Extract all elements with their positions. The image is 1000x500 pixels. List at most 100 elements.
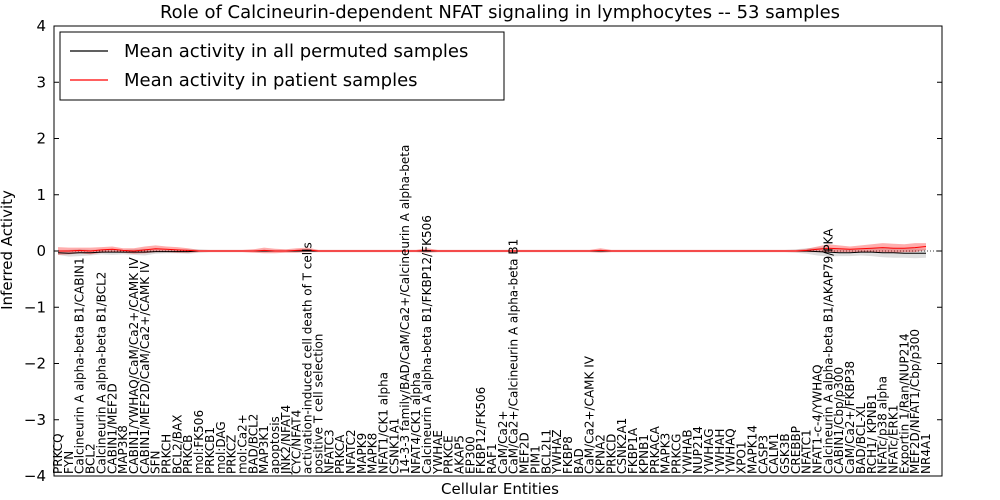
entity-label: PRKACA xyxy=(648,425,662,474)
y-axis: 4 3 2 1 0 −1 −2 −3 −4 xyxy=(24,17,942,485)
entity-label: Calcineurin A alpha-beta B1/FKBP12/FK506 xyxy=(420,215,434,474)
entity-label: FKBP8 xyxy=(561,436,575,474)
entity-label: NR4A1 xyxy=(919,433,933,474)
y-axis-label: Inferred Activity xyxy=(0,190,16,310)
entity-label: YWHAG xyxy=(702,428,716,475)
entity-label: PRKCH xyxy=(160,434,174,474)
entity-label: KPNB1 xyxy=(637,434,651,474)
entity-label: NFATc/ERK1 xyxy=(886,405,900,474)
entity-label: activation-induced cell death of T cells xyxy=(301,242,315,474)
entity-label: CSNK1A1 xyxy=(387,418,401,474)
entity-label: BAD xyxy=(572,448,586,474)
entity-label: GSK3B xyxy=(778,433,792,474)
series-band-0 xyxy=(58,247,926,259)
entity-label: BCL2L1 xyxy=(539,429,553,474)
y-tick-label: −1 xyxy=(24,298,46,316)
entity-label: mol:FK506 xyxy=(192,410,206,474)
entity-label: MAPK9 xyxy=(355,433,369,474)
entity-label: MAP3K8 xyxy=(116,425,130,474)
entity-label: SFN xyxy=(149,451,163,475)
y-tick-label: 4 xyxy=(36,17,46,35)
entity-label: RAF1 xyxy=(485,443,499,474)
entity-label: PRKCD xyxy=(604,434,618,474)
y-tick-label: 0 xyxy=(36,242,46,260)
chart-title: Role of Calcineurin-dependent NFAT signa… xyxy=(160,2,840,23)
entity-label: BCL2 xyxy=(84,443,98,474)
entity-label: CABIN1/MEF2D xyxy=(105,383,119,474)
entity-label: NFATc/p38 alpha xyxy=(876,376,890,474)
entity-label: NFATC2 xyxy=(344,429,358,474)
entity-label: CREBBP xyxy=(789,426,803,474)
entity-label: MEF2D/NFAT1/Cbp/p300 xyxy=(908,329,922,474)
entity-label: MAP3K1 xyxy=(257,425,271,474)
entity-label: CASP3 xyxy=(756,435,770,474)
x-axis-label: Cellular Entities xyxy=(441,480,559,498)
entity-label: NFAT1/CK1 alpha xyxy=(377,372,391,474)
entity-label: NFATC1 xyxy=(800,429,814,474)
entity-label: YWHAB xyxy=(680,429,694,475)
y-tick-label: 1 xyxy=(36,186,46,204)
y-tick-label: −4 xyxy=(24,467,46,485)
entity-label: CaM/Ca2+/Calcineurin A alpha-beta B1 xyxy=(507,239,521,474)
entity-label: PRKCB1 xyxy=(203,427,217,474)
entity-label: YWHAQ xyxy=(724,428,738,475)
entity-label: EP300 xyxy=(463,436,477,474)
series-band-1 xyxy=(58,243,926,255)
entity-label: MAPK14 xyxy=(745,425,759,474)
entity-label: Calcineurin A alpha-beta B1/BCL2 xyxy=(94,272,108,474)
entity-label: XPO1 xyxy=(735,441,749,474)
entity-label: FKBP12/FK506 xyxy=(474,387,488,474)
entity-label: PIM1 xyxy=(528,445,542,474)
series-line-1 xyxy=(58,246,927,252)
entity-label: FYN xyxy=(62,451,76,474)
entity-label: NFATC3 xyxy=(322,429,336,474)
entity-label: CABIN1/Cbp/p300 xyxy=(832,367,846,474)
entity-label: MEF2D xyxy=(518,432,532,474)
y-tick-label: 2 xyxy=(36,130,46,148)
legend: Mean activity in all permuted samples Me… xyxy=(59,31,505,101)
entity-label: Calcineurin A alpha-beta B1/CABIN1 xyxy=(73,257,87,474)
entity-label: apoptosis xyxy=(268,416,282,474)
entity-label: MAPK8 xyxy=(366,433,380,474)
entity-label: NUP214 xyxy=(691,426,705,474)
entity-label: positive T cell selection xyxy=(311,334,325,474)
entity-label: PRKCZ xyxy=(225,435,239,474)
entity-label: PRKCG xyxy=(669,434,683,474)
y-tick-label: −3 xyxy=(24,411,46,429)
legend-label-patient: Mean activity in patient samples xyxy=(124,70,418,91)
entity-label: AKAP5 xyxy=(452,435,466,474)
entity-label: Calcineurin A alpha-beta B1/AKAP79/PKA xyxy=(821,228,835,474)
entity-label: NFAT4/CK1 alpha xyxy=(409,372,423,474)
entity-label: 14-3-3 family/BAD/CaM/Ca2+/Calcineurin A… xyxy=(398,145,412,474)
entity-label: PRKCE xyxy=(442,435,456,474)
y-tick-label: 3 xyxy=(36,73,46,91)
entity-label: CaM/Ca2+ xyxy=(496,410,510,474)
legend-box xyxy=(59,31,505,101)
entity-label: JNK2/NFAT4 xyxy=(279,405,293,475)
entity-label: BAD/BCL-XL xyxy=(854,402,868,474)
entity-label: mol:DAG xyxy=(214,421,228,474)
entity-label: BCL2/BAX xyxy=(170,415,184,474)
entity-label: PRKCB xyxy=(181,435,195,474)
entity-label: mol:Ca2+ xyxy=(235,414,249,474)
entity-label: CaM/Ca2+/FKBP38 xyxy=(843,361,857,474)
entity-label: NFAT1-c-4/YWHAQ xyxy=(811,364,825,474)
entity-label: BAD/BCL2 xyxy=(246,414,260,474)
entity-label: KPNA2 xyxy=(594,434,608,474)
y-tick-label: −2 xyxy=(24,355,46,373)
entity-label: CYC/NFAT4 xyxy=(290,410,304,474)
legend-label-permuted: Mean activity in all permuted samples xyxy=(124,41,468,62)
entity-label: CALM1 xyxy=(767,433,781,474)
entity-label: YWHAH xyxy=(713,429,727,475)
plot-area xyxy=(54,243,942,259)
entity-label: PRKCA xyxy=(333,434,347,474)
entity-label: CABIN1/YWHAQ/CaM/Ca2+/CAMK IV xyxy=(127,257,141,474)
entity-label: Exportin 1/Ran/NUP214 xyxy=(897,333,911,474)
entity-label: CaM/Ca2+/CAMK IV xyxy=(583,355,597,474)
entity-label: YWHAE xyxy=(431,430,445,475)
entity-label: RCH1/ KPNB1 xyxy=(865,393,879,474)
entity-label: CABIN1/MEF2D/CaM/Ca2+/CAMK IV xyxy=(138,260,152,474)
entity-label: FKBP1A xyxy=(626,427,640,474)
